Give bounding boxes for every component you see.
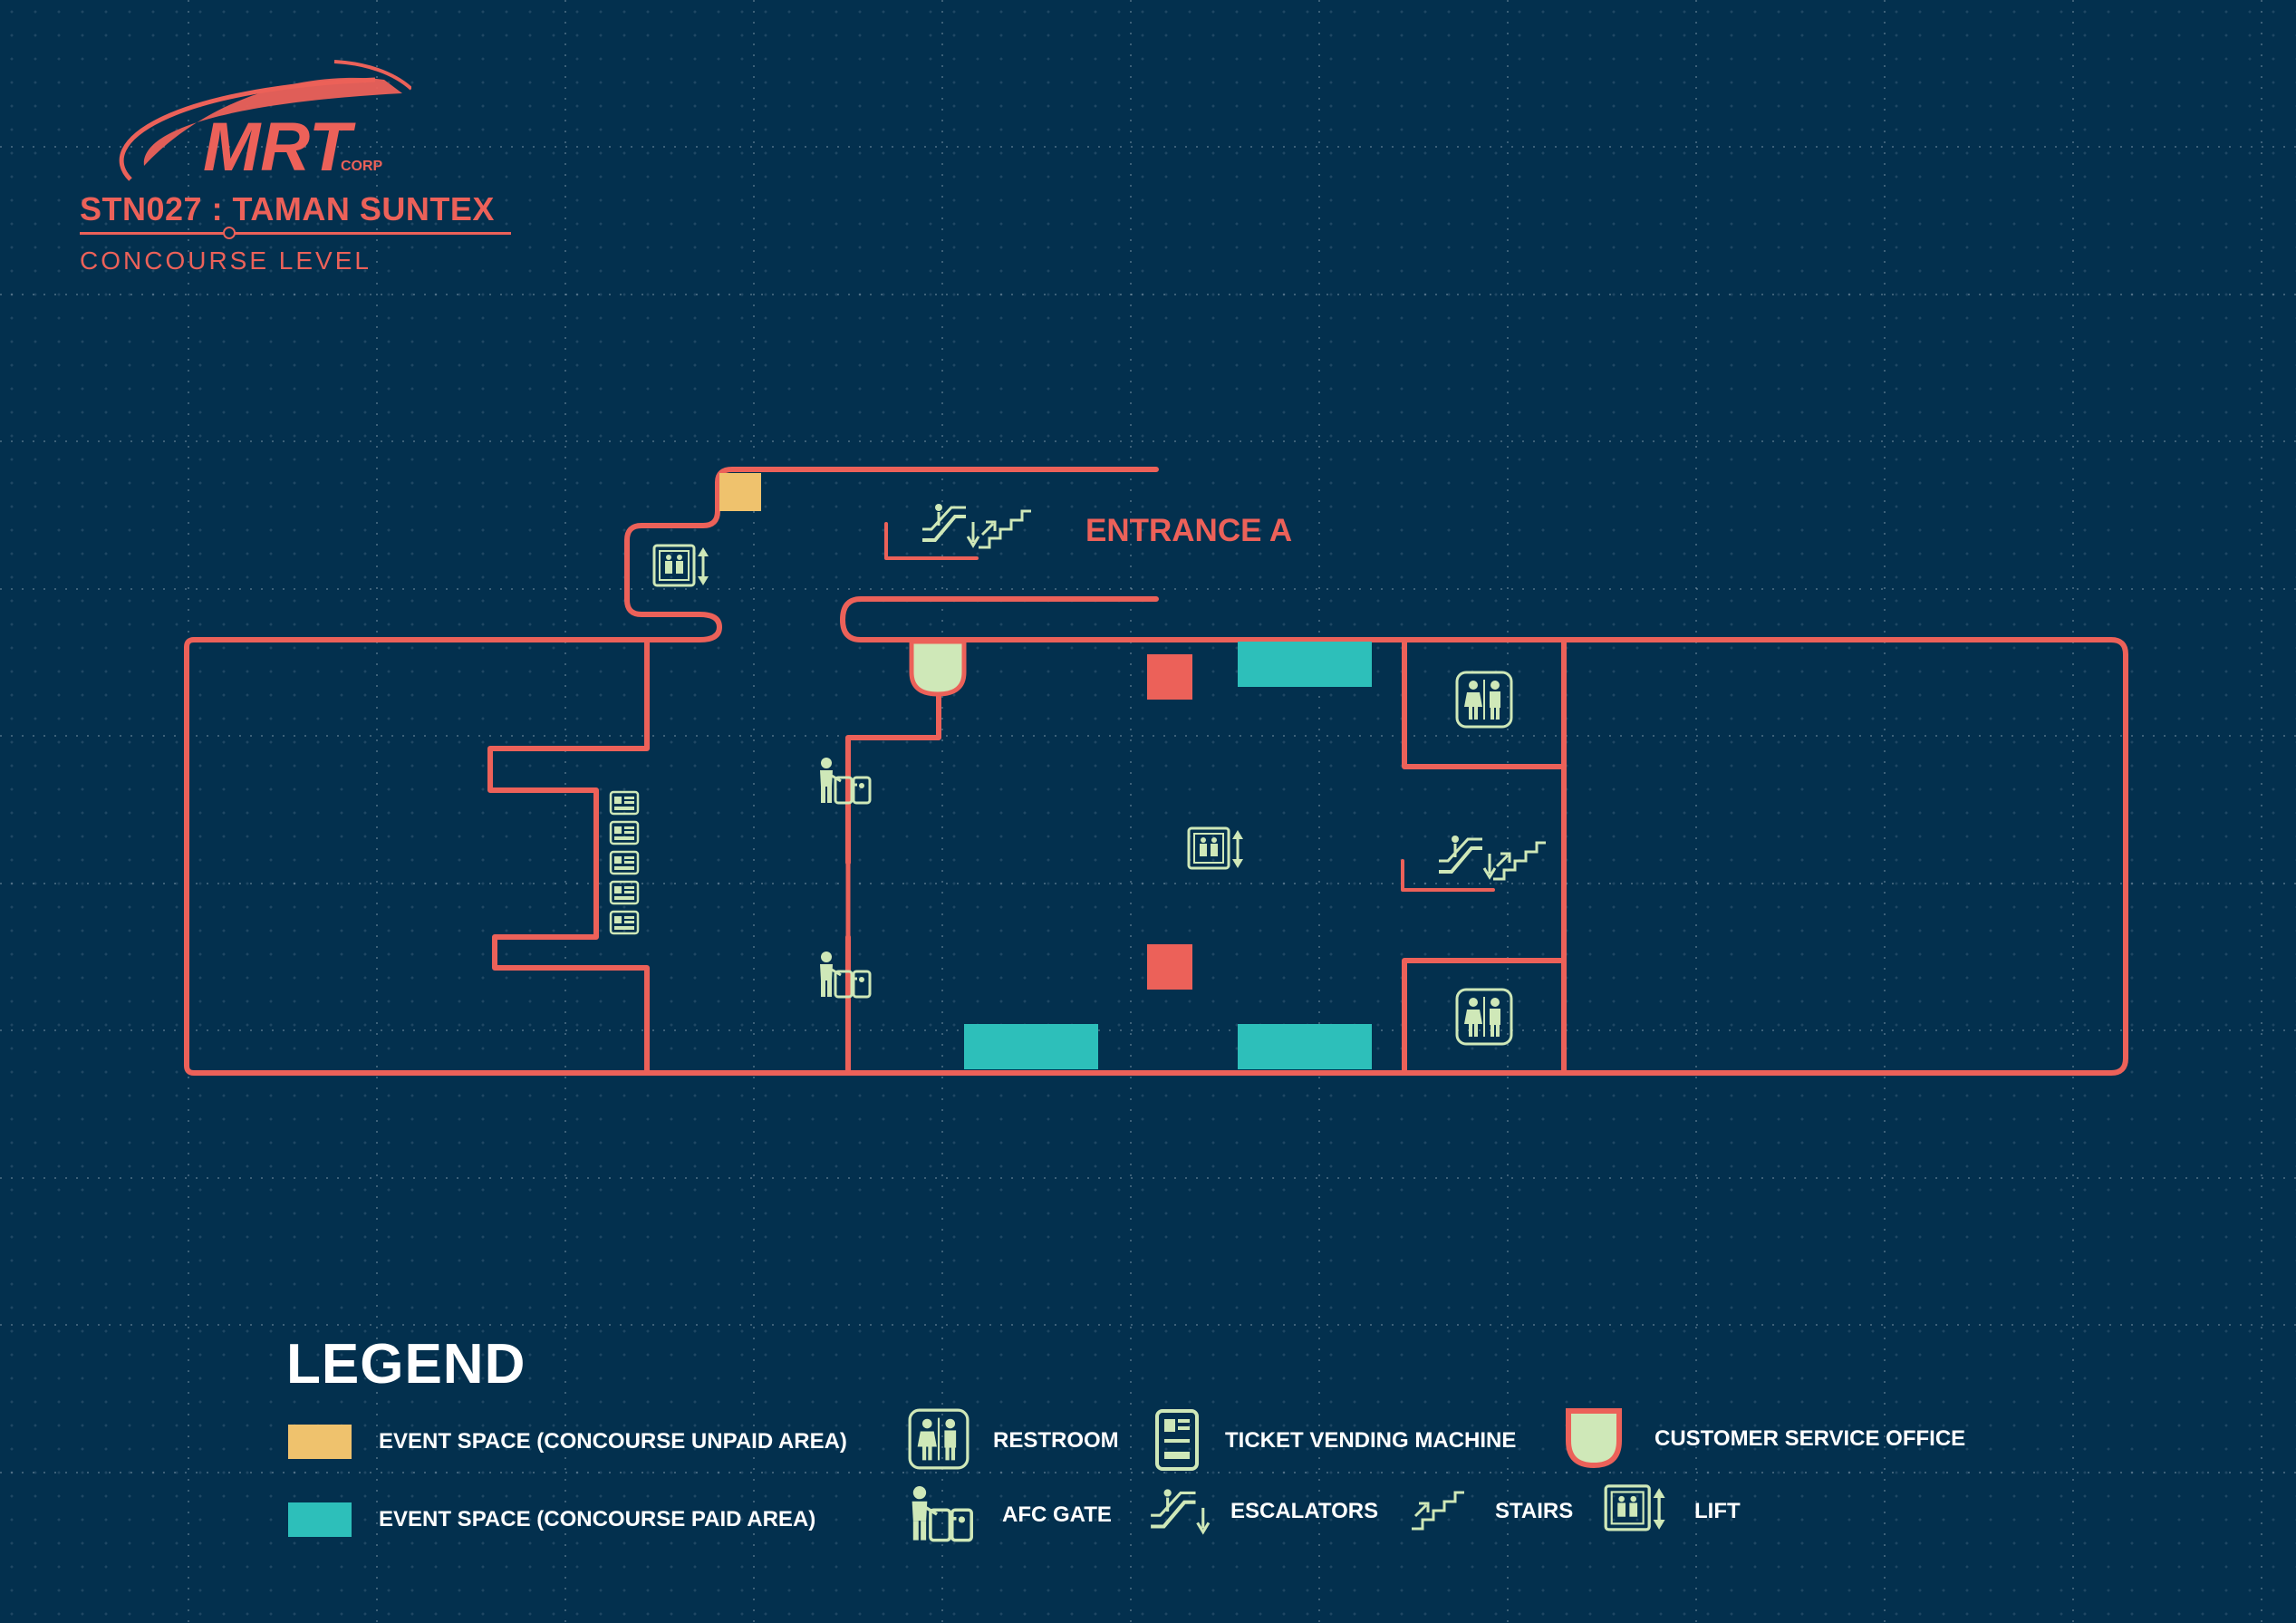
- customer-service-office-icon: [1566, 1408, 1622, 1469]
- lift-icon: [1187, 826, 1245, 870]
- legend-label: EVENT SPACE (CONCOURSE PAID AREA): [379, 1507, 816, 1531]
- mrt-corp-logo: MRT CORP: [119, 60, 411, 186]
- event-space-paid-north: [1238, 642, 1372, 687]
- legend-label: RESTROOM: [993, 1428, 1119, 1453]
- legend-item-cso: CUSTOMER SERVICE OFFICE: [1564, 1406, 2035, 1472]
- restroom-icon: [1455, 988, 1513, 1046]
- stairs-icon: [1491, 841, 1548, 881]
- level-label: CONCOURSE LEVEL: [80, 246, 371, 275]
- lift-icon: [1604, 1484, 1667, 1531]
- stairs-icon: [977, 509, 1033, 549]
- ticket-vending-machine-icon: [609, 880, 640, 905]
- station-title: STN027 : TAMAN SUNTEX: [80, 190, 495, 227]
- legend-title: LEGEND: [286, 1333, 526, 1396]
- restroom-icon: [1455, 671, 1513, 729]
- paid-event-swatch: [288, 1502, 352, 1537]
- legend-item-lift: LIFT: [1604, 1479, 1803, 1544]
- ticket-hall-partition: [487, 637, 650, 1076]
- entrance-a-label: ENTRANCE A: [1085, 513, 1293, 548]
- legend-label: AFC GATE: [1002, 1502, 1112, 1527]
- customer-service-office: [909, 639, 967, 697]
- legend-label: STAIRS: [1495, 1499, 1574, 1523]
- afc-gate-icon: [818, 950, 872, 999]
- cso-wall: [845, 693, 941, 822]
- event-space-paid-southeast: [1238, 1024, 1372, 1069]
- unpaid-event-swatch: [288, 1425, 352, 1459]
- legend-label: LIFT: [1694, 1499, 1741, 1523]
- restroom-icon: [908, 1408, 970, 1470]
- legend: LEGEND EVENT SPACE (CONCOURSE UNPAID ARE…: [286, 1332, 2098, 1604]
- legend-label: CUSTOMER SERVICE OFFICE: [1654, 1426, 1966, 1451]
- legend-label: TICKET VENDING MACHINE: [1225, 1428, 1517, 1453]
- restroom-south-wall: [1402, 958, 1567, 1076]
- east-escalator-rail: [1401, 859, 1495, 892]
- ticket-vending-machine-icon: [609, 910, 640, 935]
- legend-label: EVENT SPACE (CONCOURSE UNPAID AREA): [379, 1429, 847, 1454]
- afc-gate-icon: [818, 756, 872, 805]
- title-divider-dot: [223, 227, 236, 239]
- restroom-north-wall: [1402, 637, 1567, 769]
- legend-item-stairs: STAIRS: [1410, 1479, 1609, 1544]
- logo-text: MRT: [203, 109, 356, 186]
- outer-wall: [184, 596, 2128, 1076]
- escalator-icon: [1147, 1483, 1211, 1539]
- legend-item-afc-gate: AFC GATE: [908, 1483, 1180, 1548]
- logo-subtext: CORP: [341, 159, 383, 174]
- legend-item-event-paid: EVENT SPACE (CONCOURSE PAID AREA): [286, 1493, 921, 1547]
- west-upper-wall: [191, 467, 1159, 642]
- event-space-unpaid: [719, 473, 761, 511]
- ticket-vending-machine-icon: [1155, 1409, 1199, 1471]
- pillar-south: [1147, 944, 1192, 990]
- ticket-vending-machine-icon: [609, 790, 640, 816]
- legend-label: ESCALATORS: [1230, 1499, 1379, 1523]
- legend-item-restroom: RESTROOM: [908, 1408, 1180, 1473]
- title-divider: [80, 232, 511, 235]
- entrance-escalator-rail: [884, 522, 979, 560]
- legend-item-event-unpaid: EVENT SPACE (CONCOURSE UNPAID AREA): [286, 1415, 921, 1469]
- legend-item-escalators: ESCALATORS: [1147, 1479, 1419, 1544]
- stairs-icon: [1410, 1491, 1466, 1531]
- ticket-vending-machine-icon: [609, 850, 640, 875]
- lift-icon: [652, 544, 710, 587]
- pillar-north: [1147, 654, 1192, 700]
- afc-gate-icon: [910, 1486, 973, 1542]
- escalator-icon: [921, 502, 980, 547]
- escalator-icon: [1437, 834, 1497, 879]
- station-header: MRT CORP STN027 : TAMAN SUNTEX CONCOURSE…: [80, 53, 551, 288]
- event-space-paid-southwest: [964, 1024, 1098, 1069]
- ticket-vending-machine-icon: [609, 820, 640, 845]
- legend-item-tvm: TICKET VENDING MACHINE: [1154, 1408, 1571, 1473]
